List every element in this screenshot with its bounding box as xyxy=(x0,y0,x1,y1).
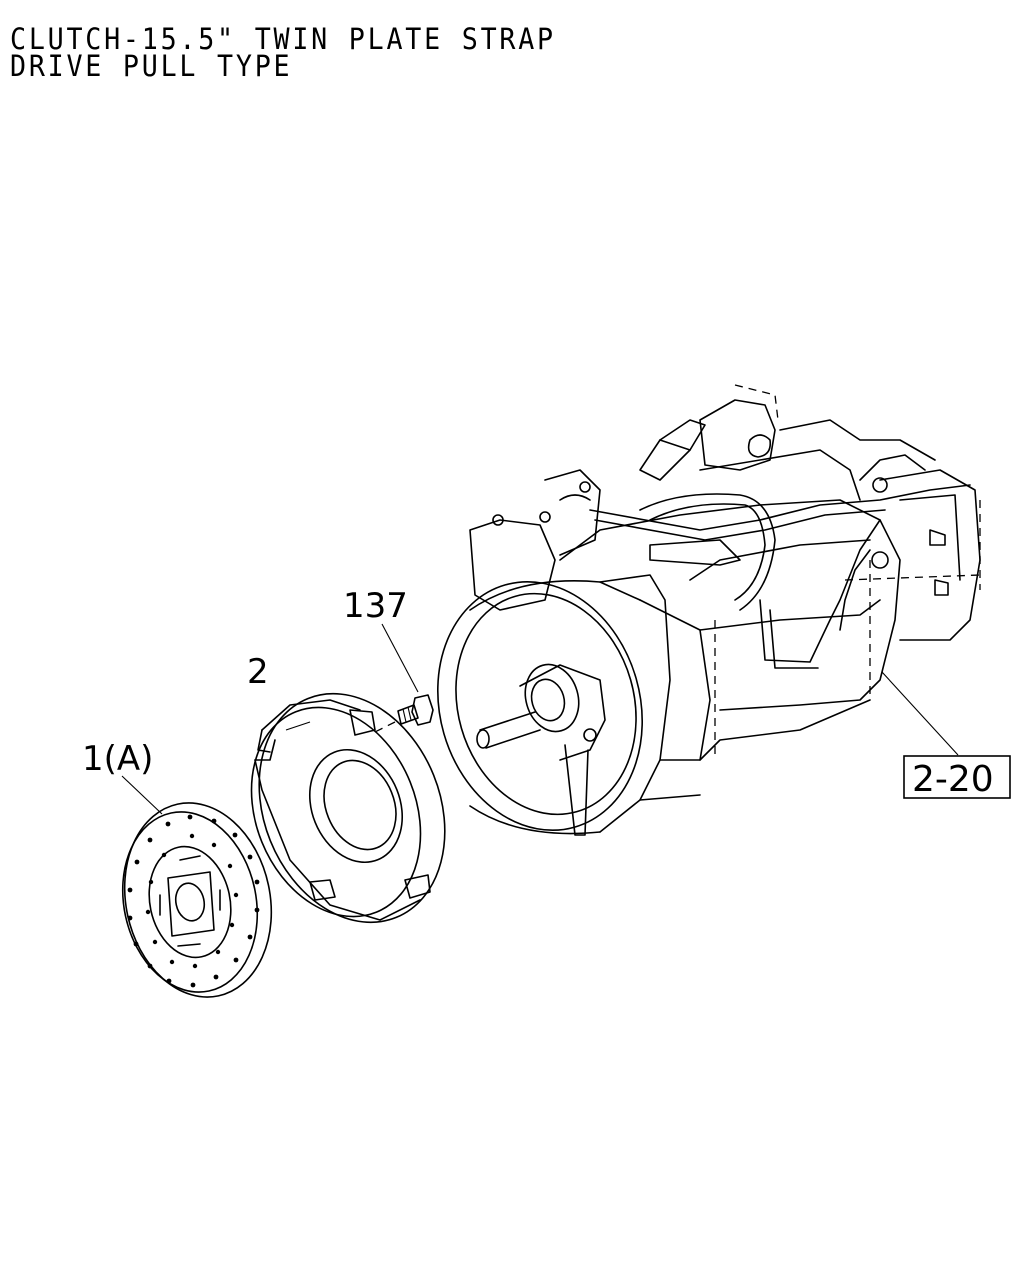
bolt xyxy=(374,623,434,733)
reference-box-2-20: 2-20 xyxy=(903,755,1011,800)
clutch-disc xyxy=(121,775,273,998)
transmission-assembly xyxy=(436,384,981,836)
callout-137: 137 xyxy=(343,586,408,626)
clutch-cover xyxy=(250,692,446,924)
callout-2: 2 xyxy=(247,652,269,692)
title-line-1: CLUTCH-15.5" TWIN PLATE STRAP xyxy=(10,22,556,56)
diagram-title: CLUTCH-15.5" TWIN PLATE STRAP DRIVE PULL… xyxy=(10,22,556,83)
reference-label: 2-20 xyxy=(912,759,994,800)
title-line-2: DRIVE PULL TYPE xyxy=(10,49,293,83)
callout-1a: 1(A) xyxy=(82,739,153,779)
